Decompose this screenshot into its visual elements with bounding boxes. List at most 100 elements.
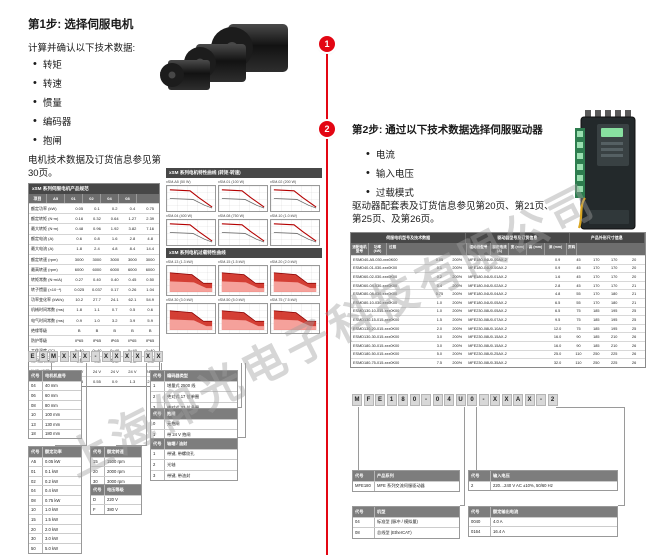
code-cell: 1 bbox=[151, 449, 165, 460]
width-cell: 45 bbox=[576, 283, 581, 288]
table-row: ESMD130-20-015-xxx0K00 2.0 200% MFE230-0… bbox=[351, 323, 645, 333]
code-table-header: 输入电压 bbox=[493, 472, 510, 478]
code-table-header: 代号 bbox=[151, 409, 165, 419]
code-cell: 0164 bbox=[469, 527, 491, 536]
bullet-dot-icon: • bbox=[33, 76, 37, 89]
spec-cell: 24 V bbox=[128, 368, 137, 374]
power-cell: 3.0 bbox=[436, 335, 443, 340]
code-cell: 02 bbox=[29, 476, 43, 486]
model-code-char: E bbox=[28, 351, 37, 362]
spec-cell: 0~40 bbox=[106, 347, 124, 356]
height-cell: 185 bbox=[593, 309, 600, 314]
mini-chart-cell: xSM-10 (1.0 kW) bbox=[270, 214, 320, 246]
curves-a-title: xSM 系列电机特性曲线 (转矩-转速) bbox=[166, 168, 322, 178]
mini-chart-cell: xSM-02 (200 W) bbox=[270, 180, 320, 212]
value-cell: 标准型 (脉冲 / 模拟量) bbox=[377, 519, 418, 525]
motor-model-cell: ESMD130-10-015-xxx0K00 bbox=[353, 309, 400, 314]
code-cell: 08 bbox=[353, 528, 375, 538]
mini-chart-cell: xSM-04 (400 W) bbox=[166, 214, 216, 246]
spec-table-row: 最大转矩 (N·m) 0.48 0.96 1.92 3.82 7.16 bbox=[29, 223, 159, 233]
bullet-item: • 电流 bbox=[366, 144, 414, 163]
value-cell: 3.0 kW bbox=[45, 536, 59, 542]
page-ref-cell: 21 bbox=[631, 292, 637, 297]
depth-cell: 180 bbox=[611, 300, 618, 305]
mini-chart-cell: xSM-01 (100 W) bbox=[218, 180, 268, 212]
spec-col-header: 01 bbox=[65, 194, 83, 203]
spec-cell: 5.9 bbox=[147, 317, 153, 323]
spec-table-row: 额定转矩 (N·m) 0.16 0.32 0.64 1.27 2.39 bbox=[29, 213, 159, 223]
drive-connector bbox=[589, 210, 629, 224]
overload-cell: 200% bbox=[452, 317, 463, 322]
bullet-item: • 转速 bbox=[33, 73, 71, 92]
page-ref-cell: 26 bbox=[631, 352, 637, 357]
drive-table-body: ESMD40-A5-030-xxx0K00 0.05 200% MFE180-0… bbox=[351, 254, 645, 367]
bullet-item: • 输入电压 bbox=[366, 163, 414, 182]
drive-col-header: 宽 (mm) bbox=[509, 243, 527, 255]
height-cell: 170 bbox=[593, 274, 600, 279]
model-code-char: X bbox=[122, 351, 132, 362]
spec-cell: 54.9 bbox=[146, 297, 155, 303]
spec-cell: 额定电流 (A) bbox=[31, 236, 54, 242]
code-table-header: 额定功率 bbox=[45, 448, 62, 454]
spec-cell: 0.7 bbox=[111, 307, 118, 313]
code-cell: 15 bbox=[91, 457, 105, 467]
value-cell: 220…240 V AC ±10%, 50/60 Hz bbox=[493, 483, 553, 489]
bullet-label: 电流 bbox=[375, 149, 395, 161]
drive-model-cell: MFE180-04U0-05AX-2 bbox=[468, 300, 507, 305]
bullet-label: 转速 bbox=[42, 78, 62, 90]
width-cell: 45 bbox=[576, 274, 581, 279]
spec-cell: 1.0 bbox=[94, 317, 100, 323]
width-cell: 75 bbox=[576, 309, 581, 314]
depth-cell: 210 bbox=[611, 343, 618, 348]
height-cell: 170 bbox=[593, 292, 600, 297]
overload-cell: 200% bbox=[452, 257, 463, 262]
connector-line bbox=[245, 363, 246, 438]
step-2-bullet-list: • 电流 • 输入电压 • 过载模式 bbox=[366, 144, 414, 201]
power-cell: 0.75 bbox=[435, 292, 444, 297]
drive-model-cell: MFE230-08U0-25AX-2 bbox=[468, 352, 507, 357]
current-cell: 25.0 bbox=[553, 352, 562, 357]
value-cell: 0.75 kW bbox=[45, 497, 61, 503]
page-ref-cell: 25 bbox=[631, 326, 637, 331]
width-cell: 75 bbox=[576, 326, 581, 331]
spec-cell: 1.3 bbox=[129, 378, 136, 384]
value-cell: 绝对式 17 位单圈 bbox=[167, 393, 200, 399]
value-cell: 带 24 V 抱闸 bbox=[167, 431, 191, 437]
spec-cell: 0.40 bbox=[93, 276, 101, 282]
overload-area-chart bbox=[166, 265, 216, 296]
current-cell: 6.5 bbox=[554, 300, 561, 305]
width-cell: 55 bbox=[576, 300, 581, 305]
code-cell: 20 bbox=[91, 467, 105, 476]
model-code-char: A bbox=[513, 394, 523, 406]
spec-cell: B bbox=[95, 327, 99, 333]
depth-cell: 170 bbox=[611, 257, 618, 262]
spec-cell: 机械时间常数 (ms) bbox=[31, 307, 65, 313]
value-cell: 16.4 A bbox=[493, 528, 505, 534]
code-cell: A5 bbox=[29, 457, 43, 467]
connector-line bbox=[116, 445, 146, 446]
step-1-title: 第1步: 选择伺服电机 bbox=[28, 19, 134, 31]
spec-table-title: xSM 系列伺服电机产品规范 bbox=[29, 184, 159, 194]
page-ref-cell: 21 bbox=[631, 283, 637, 288]
step-2-badge: 2 bbox=[319, 121, 335, 137]
bullet-dot-icon: • bbox=[33, 95, 37, 108]
value-cell: 光轴 bbox=[167, 461, 176, 467]
code-table-header: 代号 bbox=[151, 371, 165, 381]
code-cell: 10 bbox=[29, 505, 43, 515]
motor-model-cell: ESMD130-30-015-xxx0K00 bbox=[353, 335, 400, 340]
step-1-note: 电机技术数据及订货信息参见第30页。 bbox=[28, 155, 162, 179]
table-row: ESMD40-01-030-xxx0K00 0.1 200% MFE180-04… bbox=[351, 263, 645, 273]
table-row: ESMD130-10-015-xxx0K00 1.0 200% MFE230-0… bbox=[351, 306, 645, 316]
spec-cell: 0.4 bbox=[129, 205, 136, 211]
value-cell: 100 mm bbox=[45, 412, 61, 418]
width-cell: 90 bbox=[576, 343, 581, 348]
spec-cell: 0~40 bbox=[141, 347, 159, 356]
